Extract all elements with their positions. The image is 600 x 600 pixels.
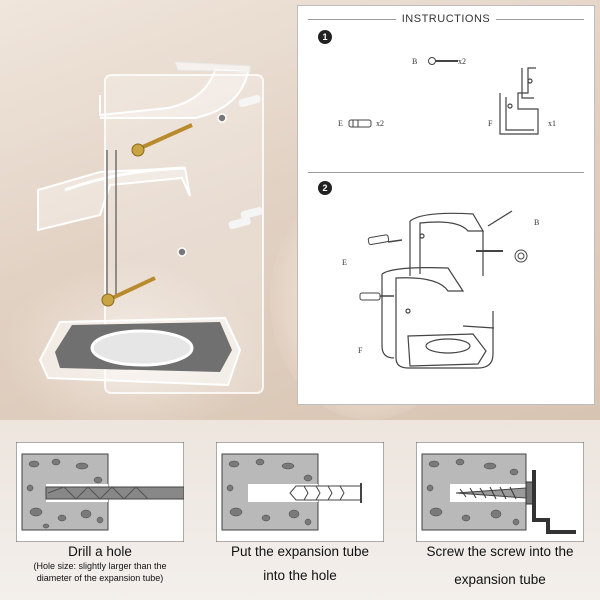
assembly-drawing xyxy=(381,210,513,369)
step-drill-illustration xyxy=(16,442,184,542)
step-tube-illustration xyxy=(216,442,384,542)
base-hole xyxy=(90,329,194,367)
assembly-screw-b xyxy=(476,249,528,263)
step-2-number: 2 xyxy=(318,181,332,195)
screw-bottom xyxy=(101,276,156,307)
middle-arm xyxy=(37,166,191,232)
label-assembly-b: B xyxy=(534,218,540,227)
step-tube-title: Put the expansion tube xyxy=(230,544,370,559)
acrylic-holder-photo xyxy=(37,61,264,394)
step-screw-illustration xyxy=(416,442,584,542)
label-f: F xyxy=(488,119,493,128)
step-1-number: 1 xyxy=(318,30,332,44)
label-e: E xyxy=(338,119,343,128)
instructions-panel: INSTRUCTIONS 1 2 xyxy=(297,5,595,405)
step-screw-title: Screw the screw into the xyxy=(426,544,574,559)
label-b: B xyxy=(412,57,418,66)
back-plate xyxy=(104,74,264,394)
instructions-drawings xyxy=(348,57,539,369)
part-e-anchor xyxy=(348,119,372,128)
label-b-qty: x2 xyxy=(458,57,466,66)
label-assembly-f: F xyxy=(358,346,363,355)
step-drill-note-1: (Hole size: slightly larger than the xyxy=(33,561,167,571)
part-b-screw xyxy=(428,57,458,65)
assembly-anchor-e xyxy=(359,234,403,301)
screw-top xyxy=(131,123,193,157)
installation-steps: Drill a hole (Hole size: slightly larger… xyxy=(0,420,600,600)
step-tube-title-2: into the hole xyxy=(263,568,337,583)
step-divider xyxy=(308,172,584,173)
label-f-qty: x1 xyxy=(548,119,556,128)
step-screw-title-2: expansion tube xyxy=(454,572,546,587)
instructions-title: INSTRUCTIONS xyxy=(298,13,594,25)
label-e-qty: x2 xyxy=(376,119,384,128)
label-assembly-e: E xyxy=(342,258,347,267)
step-drill-title: Drill a hole xyxy=(68,544,132,559)
step-drill-note-2: diameter of the expansion tube) xyxy=(36,573,164,583)
part-f-bracket xyxy=(499,67,539,135)
